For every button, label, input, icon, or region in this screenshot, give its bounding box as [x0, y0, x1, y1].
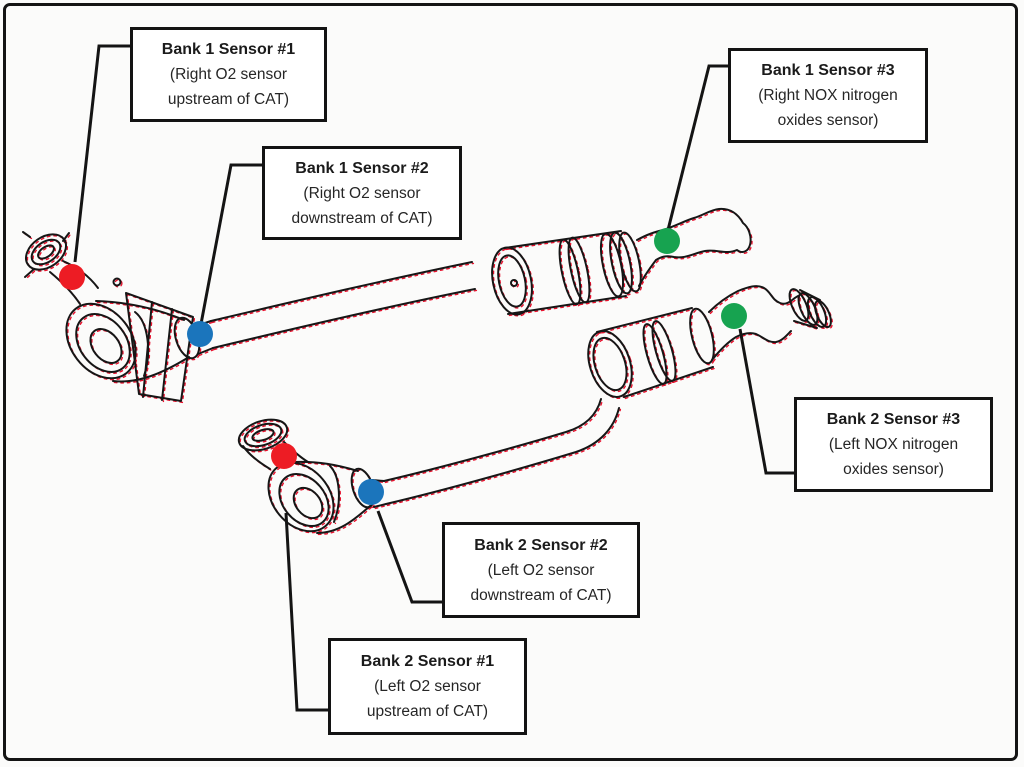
leader-line-bank1-sensor1 [73, 44, 130, 263]
leader-line-bank1-sensor2 [199, 163, 262, 325]
sensor-dot-bank1-sensor2 [187, 321, 213, 347]
callout-title: Bank 1 Sensor #3 [761, 62, 895, 79]
callout-bank1-sensor3: Bank 1 Sensor #3 (Right NOX nitrogen oxi… [728, 48, 928, 143]
callout-title: Bank 2 Sensor #1 [360, 653, 495, 670]
sensor-dot-bank2-sensor1 [271, 443, 297, 469]
exhaust-art [18, 208, 835, 545]
sensor-dot-bank1-sensor1 [59, 264, 85, 290]
callout-overlay [59, 44, 794, 712]
callout-bank2-sensor1: Bank 2 Sensor #1 (Left O2 sensor upstrea… [328, 638, 527, 735]
callout-description: (Right NOX nitrogen oxides sensor) [758, 87, 898, 129]
leader-line-bank2-sensor2 [376, 510, 442, 604]
callout-bank2-sensor2: Bank 2 Sensor #2 (Left O2 sensor downstr… [442, 522, 640, 618]
leader-line-bank2-sensor3 [738, 328, 794, 475]
sensor-dot-bank2-sensor3 [721, 303, 747, 329]
sensor-dot-bank1-sensor3 [654, 228, 680, 254]
callout-description: (Right O2 sensor upstream of CAT) [167, 66, 290, 108]
leader-line-bank1-sensor3 [666, 64, 728, 231]
callout-title: Bank 2 Sensor #2 [474, 536, 608, 554]
callout-bank2-sensor3: Bank 2 Sensor #3 (Left NOX nitrogen oxid… [794, 397, 993, 492]
callout-title: Bank 1 Sensor #2 [295, 159, 429, 177]
callout-title: Bank 2 Sensor #3 [826, 411, 961, 428]
callout-description: (Left O2 sensor upstream of CAT) [366, 678, 489, 720]
callout-title: Bank 1 Sensor #1 [161, 41, 296, 58]
callout-description: (Left O2 sensor downstream of CAT) [470, 561, 612, 604]
callout-description: (Left NOX nitrogen oxides sensor) [828, 436, 959, 478]
leader-line-bank2-sensor1 [284, 512, 328, 712]
callout-description: (Right O2 sensor downstream of CAT) [291, 184, 433, 227]
callout-bank1-sensor2: Bank 1 Sensor #2 (Right O2 sensor downst… [262, 146, 462, 240]
sensor-dot-bank2-sensor2 [358, 479, 384, 505]
callout-bank1-sensor1: Bank 1 Sensor #1 (Right O2 sensor upstre… [130, 27, 327, 122]
